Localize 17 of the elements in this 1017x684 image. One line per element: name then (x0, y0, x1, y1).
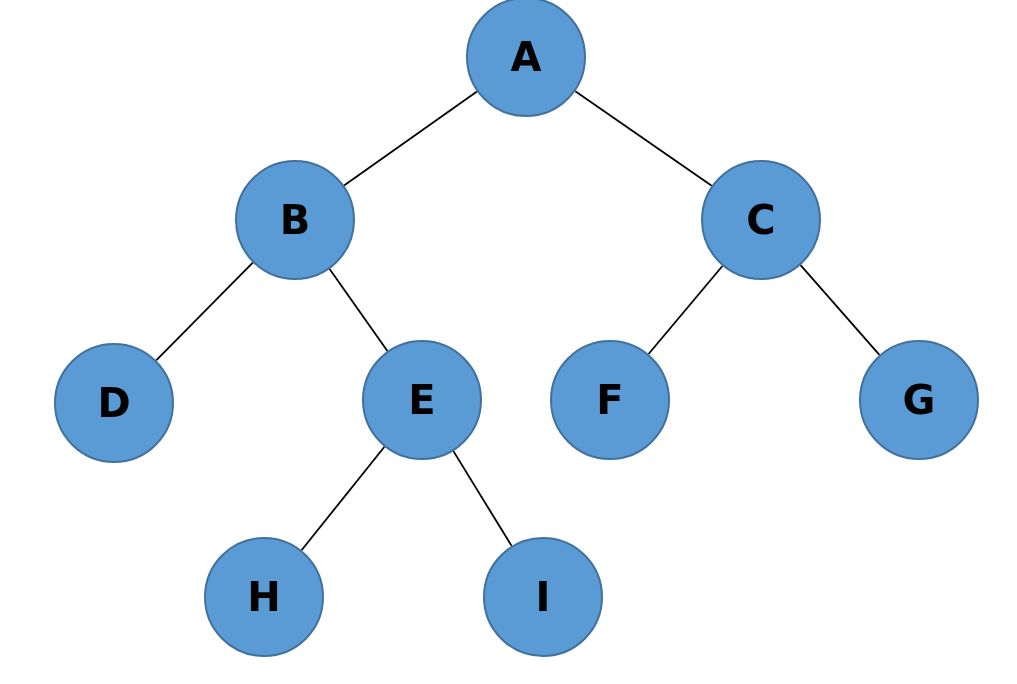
node-label: C (746, 200, 776, 240)
connector-line (574, 90, 713, 187)
node-label: I (535, 577, 551, 617)
connector-line (647, 265, 724, 355)
node-label: E (408, 380, 436, 420)
node-label: B (279, 200, 311, 240)
node-label: A (510, 37, 542, 77)
node-label: G (902, 380, 936, 420)
node-label: H (247, 577, 281, 617)
connector-line (343, 90, 478, 187)
connector-line (452, 450, 513, 547)
node-label: D (97, 383, 131, 423)
connector-line (799, 264, 881, 356)
connector-line (155, 261, 254, 362)
connector-line (328, 268, 389, 352)
connector-line (300, 445, 386, 552)
node-label: F (596, 380, 624, 420)
